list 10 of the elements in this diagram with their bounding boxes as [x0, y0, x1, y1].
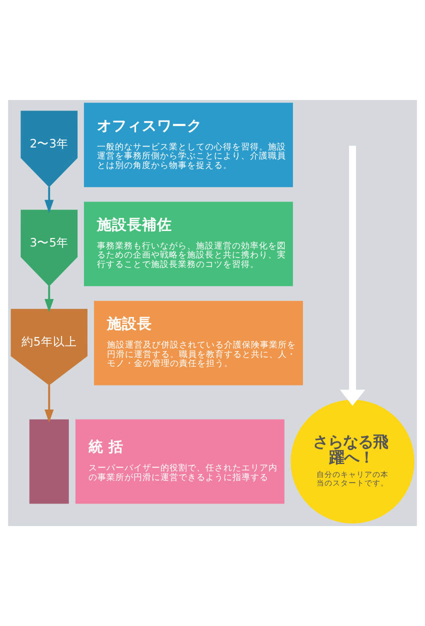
- arrow: [44, 286, 54, 312]
- node-circle: さらなる飛躍へ！ 自分のキャリアの本当のスタートです。: [290, 400, 414, 524]
- node-box: オフィスワーク 一般的なサービス業としての心得を習得。施設運営を事務所側から学ぶことにより、介護職員とは別の角度から物事を捉える。: [84, 102, 293, 188]
- node-box: 統 括 スーパーバイザー的役割で、任されたエリア内の事業所が円滑に運営できるように指導する: [75, 419, 284, 504]
- arrow: [44, 385, 54, 423]
- node-bar: [29, 419, 69, 504]
- arrow: [340, 146, 366, 406]
- node-box: 施設長 施設運営及び併設されている介護保険事業所を円滑に運営する。職員を教育すると共に、人・モノ・金の管理の責任を担う。: [94, 300, 303, 386]
- node-box: 施設長補佐 事務業務も行いながら、施設運営の効率化を図るための企画や戦略を施設長と共に携わり、実行することで施設長業務のコツを習得。: [84, 202, 293, 286]
- arrow: [44, 186, 54, 214]
